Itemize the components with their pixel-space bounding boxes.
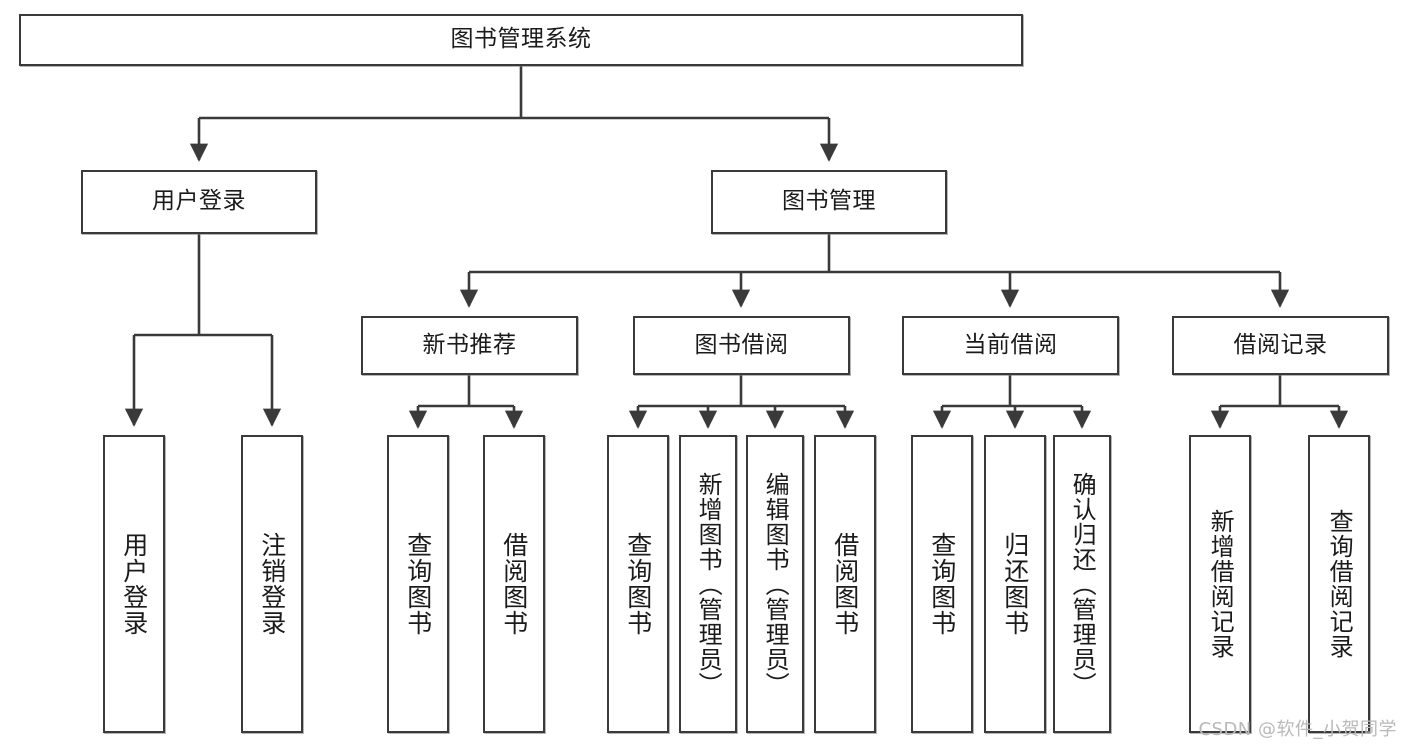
node-root[interactable]: 图书管理系统 bbox=[19, 14, 1023, 66]
node-leaf-user-login-label: 用户登录 bbox=[119, 532, 149, 636]
node-leaf-user-login[interactable]: 用户登录 bbox=[103, 435, 165, 733]
node-leaf-confirm-return-admin[interactable]: 确认归还（管理员） bbox=[1053, 435, 1111, 733]
node-leaf-edit-book-admin[interactable]: 编辑图书（管理员） bbox=[746, 435, 804, 733]
node-leaf-query-borrow-record[interactable]: 查询借阅记录 bbox=[1308, 435, 1370, 733]
node-leaf-query-book-recommend-label: 查询图书 bbox=[403, 532, 433, 636]
node-leaf-borrow-book-recommend[interactable]: 借阅图书 bbox=[483, 435, 545, 733]
node-leaf-confirm-return-admin-label: 确认归还（管理员） bbox=[1068, 471, 1097, 697]
node-borrow-record[interactable]: 借阅记录 bbox=[1172, 316, 1389, 375]
node-leaf-add-borrow-record[interactable]: 新增借阅记录 bbox=[1189, 435, 1251, 733]
node-leaf-query-book-current[interactable]: 查询图书 bbox=[911, 435, 973, 733]
node-leaf-add-borrow-record-label: 新增借阅记录 bbox=[1206, 509, 1235, 659]
node-leaf-borrow-book-recommend-label: 借阅图书 bbox=[499, 532, 529, 636]
node-leaf-user-logout[interactable]: 注销登录 bbox=[241, 435, 303, 733]
node-leaf-add-book-admin[interactable]: 新增图书（管理员） bbox=[679, 435, 737, 733]
node-new-book-recommend[interactable]: 新书推荐 bbox=[361, 316, 578, 375]
node-borrow-record-label: 借阅记录 bbox=[1233, 331, 1328, 358]
node-leaf-edit-book-admin-label: 编辑图书（管理员） bbox=[761, 471, 790, 697]
node-book-borrow[interactable]: 图书借阅 bbox=[633, 316, 850, 375]
node-user-login[interactable]: 用户登录 bbox=[81, 170, 317, 234]
node-leaf-query-book-recommend[interactable]: 查询图书 bbox=[387, 435, 449, 733]
node-leaf-return-book-label: 归还图书 bbox=[1000, 532, 1030, 636]
node-book-borrow-label: 图书借阅 bbox=[694, 331, 789, 358]
node-leaf-query-book-current-label: 查询图书 bbox=[927, 532, 957, 636]
node-leaf-borrow-book-label: 借阅图书 bbox=[830, 532, 860, 636]
node-leaf-borrow-book[interactable]: 借阅图书 bbox=[814, 435, 876, 733]
node-new-book-recommend-label: 新书推荐 bbox=[422, 331, 517, 358]
node-leaf-add-book-admin-label: 新增图书（管理员） bbox=[694, 471, 723, 697]
node-leaf-return-book[interactable]: 归还图书 bbox=[984, 435, 1046, 733]
node-book-management[interactable]: 图书管理 bbox=[711, 170, 947, 234]
node-current-borrow-label: 当前借阅 bbox=[963, 331, 1058, 358]
node-leaf-user-logout-label: 注销登录 bbox=[257, 532, 287, 636]
node-book-management-label: 图书管理 bbox=[782, 188, 876, 215]
node-root-label: 图书管理系统 bbox=[450, 26, 592, 53]
node-user-login-label: 用户登录 bbox=[152, 188, 246, 215]
node-leaf-query-book-borrow[interactable]: 查询图书 bbox=[607, 435, 669, 733]
csdn-watermark: CSDN @软件_小贺同学 bbox=[1198, 719, 1397, 740]
node-leaf-query-borrow-record-label: 查询借阅记录 bbox=[1325, 509, 1354, 659]
node-leaf-query-book-borrow-label: 查询图书 bbox=[623, 532, 653, 636]
node-current-borrow[interactable]: 当前借阅 bbox=[902, 316, 1119, 375]
